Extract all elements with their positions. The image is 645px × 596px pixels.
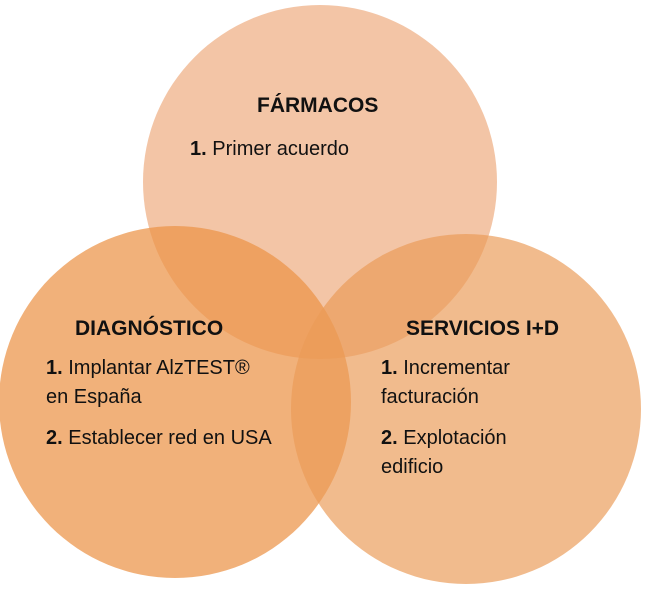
servicios-item-1: 1. Incrementar facturación <box>381 354 551 412</box>
diagnostico-item-1: 1. Implantar AlzTEST® en España <box>46 354 276 412</box>
servicios-item-2: 2. Explotación edificio <box>381 424 551 482</box>
diagnostico-item-2-text: Establecer red en USA <box>68 427 272 449</box>
servicios-title: SERVICIOS I+D <box>406 317 560 340</box>
farmacos-item-1-text: Primer acuerdo <box>212 138 349 160</box>
farmacos-item-1: 1. Primer acuerdo <box>190 135 400 164</box>
circle-diagnostico <box>0 226 351 578</box>
diagnostico-item-2-number: 2. <box>46 427 63 449</box>
servicios-item-2-number: 2. <box>381 427 398 449</box>
diagnostico-item-1-number: 1. <box>46 357 63 379</box>
servicios-item-1-text: Incrementar facturación <box>381 357 510 408</box>
servicios-item-2-text: Explotación edificio <box>381 427 507 478</box>
farmacos-title: FÁRMACOS <box>257 94 379 117</box>
circle-servicios <box>291 234 641 584</box>
diagnostico-title: DIAGNÓSTICO <box>75 317 224 340</box>
diagnostico-item-2: 2. Establecer red en USA <box>46 424 276 453</box>
servicios-item-1-number: 1. <box>381 357 398 379</box>
diagnostico-item-1-text: Implantar AlzTEST® en España <box>46 357 250 408</box>
farmacos-item-1-number: 1. <box>190 138 207 160</box>
